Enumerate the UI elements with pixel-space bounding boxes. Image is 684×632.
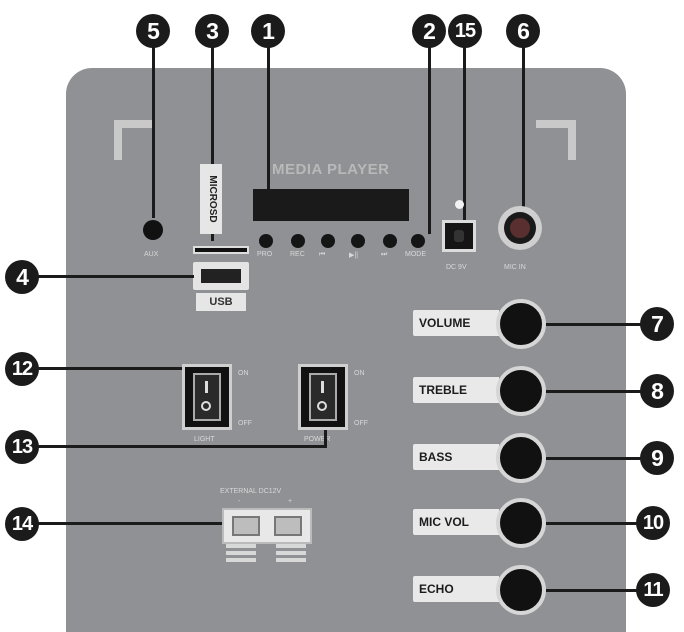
dc-label: DC 9V	[446, 264, 467, 271]
power-off-label: OFF	[354, 420, 368, 427]
lead-14	[38, 522, 222, 525]
lead-15	[463, 46, 466, 224]
external-dc-label: EXTERNAL DC12V	[220, 488, 282, 495]
knob-label-mic-vol: MIC VOL	[413, 509, 499, 535]
lead-13-h	[38, 445, 327, 448]
lead-2	[428, 46, 431, 234]
power-label: POWER	[304, 436, 331, 443]
light-on-label: ON	[238, 370, 249, 377]
media-display	[253, 189, 409, 221]
microsd-text: MICROSD	[207, 175, 218, 223]
callout-9: 9	[640, 441, 674, 475]
power-switch[interactable]	[298, 364, 348, 430]
light-off-label: OFF	[238, 420, 252, 427]
callout-1: 1	[251, 14, 285, 48]
media-player-title: MEDIA PLAYER	[272, 161, 390, 178]
callout-7: 7	[640, 307, 674, 341]
terminal-fins	[226, 544, 308, 570]
lead-7	[546, 323, 646, 326]
pro-button[interactable]	[259, 234, 273, 248]
button-label-rec: REC	[290, 251, 305, 258]
knob-label-treble: TREBLE	[413, 377, 499, 403]
callout-2: 2	[412, 14, 446, 48]
knob-label-echo: ECHO	[413, 576, 499, 602]
microsd-slot	[193, 246, 249, 254]
lead-11	[546, 589, 640, 592]
callout-8: 8	[640, 374, 674, 408]
mic-vol-knob[interactable]	[496, 498, 546, 548]
callout-3: 3	[195, 14, 229, 48]
aux-label: AUX	[144, 251, 159, 258]
knob-label-volume: VOLUME	[413, 310, 499, 336]
usb-label: USB	[196, 293, 246, 311]
power-on-label: ON	[354, 370, 365, 377]
callout-12: 12	[5, 352, 39, 386]
media-buttons-row	[253, 226, 433, 264]
callout-11: 11	[636, 573, 670, 607]
callout-5: 5	[136, 14, 170, 48]
next-button[interactable]	[383, 234, 397, 248]
dc-jack	[442, 220, 476, 252]
mic-in-jack	[498, 206, 542, 250]
lead-12	[38, 367, 190, 370]
mic-in-label: MIC IN	[504, 264, 526, 271]
external-dc-terminal	[222, 508, 312, 544]
lead-6	[522, 46, 525, 208]
lead-5	[152, 46, 155, 218]
terminal-minus-label: -	[238, 498, 241, 505]
light-label: LIGHT	[194, 436, 215, 443]
aux-jack	[143, 220, 163, 240]
prev-button[interactable]	[321, 234, 335, 248]
echo-knob[interactable]	[496, 565, 546, 615]
lead-13-v	[324, 430, 327, 448]
terminal-plus-label: +	[288, 498, 293, 505]
knob-label-bass: BASS	[413, 444, 499, 470]
lead-4	[38, 275, 194, 278]
button-label-prev: ⏮	[319, 251, 326, 258]
treble-knob[interactable]	[496, 366, 546, 416]
rec-button[interactable]	[291, 234, 305, 248]
lead-10	[546, 522, 640, 525]
light-switch[interactable]	[182, 364, 232, 430]
led-indicator	[455, 200, 464, 209]
button-label-mode: MODE	[405, 251, 426, 258]
play-pause-button[interactable]	[351, 234, 365, 248]
callout-4: 4	[5, 260, 39, 294]
microsd-label	[200, 164, 222, 234]
bass-knob[interactable]	[496, 433, 546, 483]
callout-10: 10	[636, 506, 670, 540]
callout-13: 13	[5, 430, 39, 464]
callout-6: 6	[506, 14, 540, 48]
lead-9	[546, 457, 646, 460]
callout-15: 15	[448, 14, 482, 48]
lead-3	[211, 46, 214, 241]
lead-8	[546, 390, 646, 393]
button-label-play: ▶||	[349, 252, 359, 259]
button-label-pro: PRO	[257, 251, 273, 258]
volume-knob[interactable]	[496, 299, 546, 349]
mode-button[interactable]	[411, 234, 425, 248]
lead-1	[267, 46, 270, 191]
callout-14: 14	[5, 507, 39, 541]
usb-port	[193, 262, 249, 290]
button-label-next: ⏭	[381, 251, 388, 258]
